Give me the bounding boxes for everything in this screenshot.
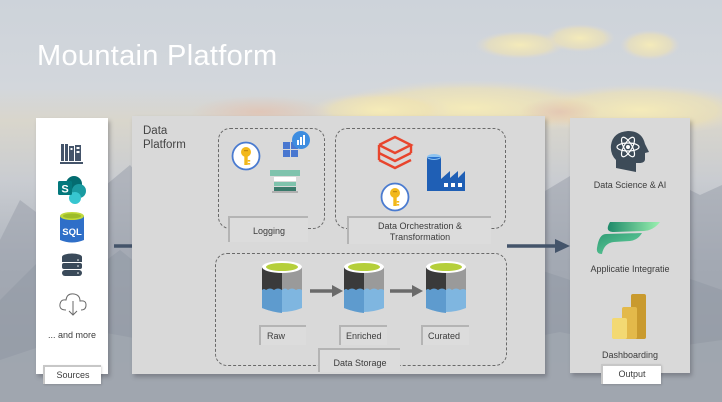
logging-label: Logging <box>228 216 308 242</box>
data-platform-title-line2: Platform <box>143 139 186 151</box>
svg-text:SQL: SQL <box>62 227 82 238</box>
data-lake-curated-icon <box>426 261 466 313</box>
orchestration-label-line1: Data Orchestration & <box>377 221 463 231</box>
output-label: Output <box>601 364 661 384</box>
library-icon <box>60 144 83 164</box>
sources-more-text: ... and more <box>47 330 97 340</box>
output-label-integration: Applicatie Integratie <box>590 264 670 274</box>
data-platform-title: Data Platform <box>143 124 186 152</box>
data-platform-title-line1: Data <box>143 125 168 137</box>
data-lake-raw-icon <box>262 261 302 313</box>
layer-label-raw: Raw <box>259 325 306 345</box>
data-factory-icon <box>427 154 465 191</box>
key-vault-icon <box>231 141 261 171</box>
arrow-platform-to-output <box>507 239 570 253</box>
monitor-workbook-icon <box>283 131 310 157</box>
sources-label: Sources <box>43 365 101 384</box>
orchestration-label-line2: Transformation <box>389 232 451 242</box>
orchestration-label: Data Orchestration & Transformation <box>347 216 491 244</box>
ai-head-icon <box>610 131 649 172</box>
sharepoint-icon: S <box>58 176 86 204</box>
data-platform-panel <box>132 116 545 374</box>
power-bi-icon <box>612 294 646 339</box>
cloud-download-icon <box>59 293 87 316</box>
layer-label-curated: Curated <box>421 325 469 345</box>
page-title: Mountain Platform <box>37 40 278 72</box>
databricks-icon <box>377 135 414 170</box>
database-icon <box>62 253 82 276</box>
output-label-dashboarding: Dashboarding <box>601 350 659 360</box>
layer-label-enriched: Enriched <box>339 325 387 345</box>
orchestration-group <box>335 128 506 229</box>
svg-text:S: S <box>61 184 68 196</box>
output-label-data-science: Data Science & AI <box>593 180 667 190</box>
key-vault-icon <box>380 182 410 212</box>
storage-label: Data Storage <box>318 348 400 372</box>
data-lake-enriched-icon <box>344 261 384 313</box>
arrow-enriched-to-curated <box>390 285 423 297</box>
log-table-icon <box>270 170 300 193</box>
sql-database-icon: SQL <box>60 212 84 243</box>
fabric-icon <box>596 222 660 254</box>
arrow-raw-to-enriched <box>310 285 343 297</box>
